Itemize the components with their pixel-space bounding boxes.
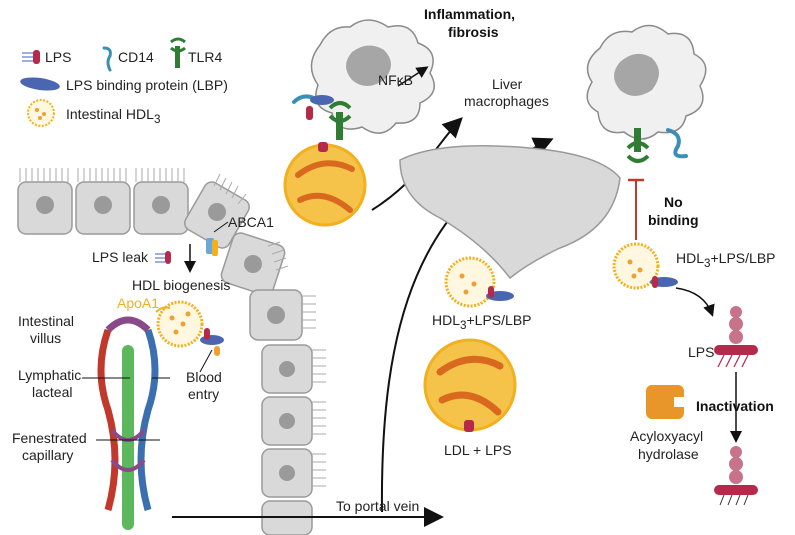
intestinal-villus-label-line1: Intestinal bbox=[18, 313, 75, 329]
aoah-label-line2: hydrolase bbox=[638, 446, 699, 462]
aoah-enzyme-icon bbox=[646, 385, 684, 419]
liver-macrophages-label-line1: Liver bbox=[492, 76, 523, 92]
tlr4-icon bbox=[328, 101, 352, 140]
inhibition-bar-icon bbox=[628, 178, 644, 240]
aoah-label-line1: Acyloxyacyl bbox=[630, 428, 704, 444]
hdl-biogenesis-label: HDL biogenesis bbox=[132, 277, 231, 293]
legend-tlr4-label: TLR4 bbox=[188, 49, 223, 65]
lymphatic-lacteal-label-line2: lacteal bbox=[32, 384, 73, 400]
fenestrated-capillary-label-line2: capillary bbox=[22, 447, 74, 463]
no-binding-label-line2: binding bbox=[648, 212, 699, 228]
fenestrated-capillary-label-line1: Fenestrated bbox=[12, 430, 87, 446]
lps-label: LPS bbox=[688, 344, 715, 360]
inflammation-label-line2: fibrosis bbox=[448, 24, 499, 40]
hdl-lps-lbp-right-icon bbox=[612, 242, 678, 290]
legend-cd14-label: CD14 bbox=[118, 49, 154, 65]
legend-lps-icon bbox=[22, 50, 40, 64]
legend-hdl-label: Intestinal HDL3 bbox=[66, 106, 161, 126]
hdl-lps-lbp-complex-icon bbox=[444, 256, 514, 308]
apoa1-label: ApoA1 bbox=[117, 295, 160, 311]
macrophage-right-icon bbox=[586, 24, 707, 140]
nfkb-label: NFκB bbox=[378, 72, 413, 88]
inactivation-label: Inactivation bbox=[696, 398, 774, 414]
liver-icon bbox=[399, 145, 621, 280]
legend-tlr4-icon bbox=[170, 37, 186, 68]
legend-lps-label: LPS bbox=[45, 49, 72, 65]
blood-entry-label-line1: Blood bbox=[186, 369, 222, 385]
cd14-right-icon bbox=[666, 128, 688, 159]
hdl-lps-lbp-label: HDL3+LPS/LBP bbox=[432, 312, 532, 332]
hdl-lps-lbp-right-label: HDL3+LPS/LBP bbox=[676, 250, 776, 270]
legend-hdl-icon bbox=[27, 99, 55, 127]
lps-molecule-icon bbox=[714, 306, 758, 368]
intestinal-villus-vessels bbox=[97, 316, 159, 530]
lps-leak-icon bbox=[155, 251, 171, 264]
ldl-lps-complex-icon bbox=[423, 338, 517, 432]
legend-lbp-label: LPS binding protein (LBP) bbox=[66, 77, 228, 93]
lbp-lps-complex-icon bbox=[200, 328, 224, 356]
ldl-particle-icon bbox=[283, 142, 367, 227]
lymphatic-lacteal-label-line1: Lymphatic bbox=[18, 367, 82, 383]
inflammation-label-line1: Inflammation, bbox=[424, 6, 516, 22]
lps-inactivated-icon bbox=[714, 446, 758, 506]
to-portal-vein-label: To portal vein bbox=[336, 498, 420, 514]
intestinal-villus-label-line2: villus bbox=[30, 330, 62, 346]
abca1-label: ABCA1 bbox=[228, 214, 274, 230]
intestinal-epithelium-cells bbox=[17, 168, 326, 535]
liver-macrophages-label-line2: macrophages bbox=[464, 93, 549, 109]
tlr4-right-icon bbox=[626, 128, 650, 163]
legend-lbp-icon bbox=[20, 77, 60, 91]
legend-cd14-icon bbox=[102, 46, 112, 72]
lps-leak-label: LPS leak bbox=[92, 249, 149, 265]
lbp-icon bbox=[306, 95, 334, 120]
abca1-transporter-icon bbox=[206, 238, 218, 256]
no-binding-label-line1: No bbox=[664, 194, 683, 210]
hdl-particle-icon bbox=[155, 300, 204, 348]
blood-entry-label-line2: entry bbox=[188, 386, 220, 402]
ldl-lps-label: LDL + LPS bbox=[444, 442, 512, 458]
